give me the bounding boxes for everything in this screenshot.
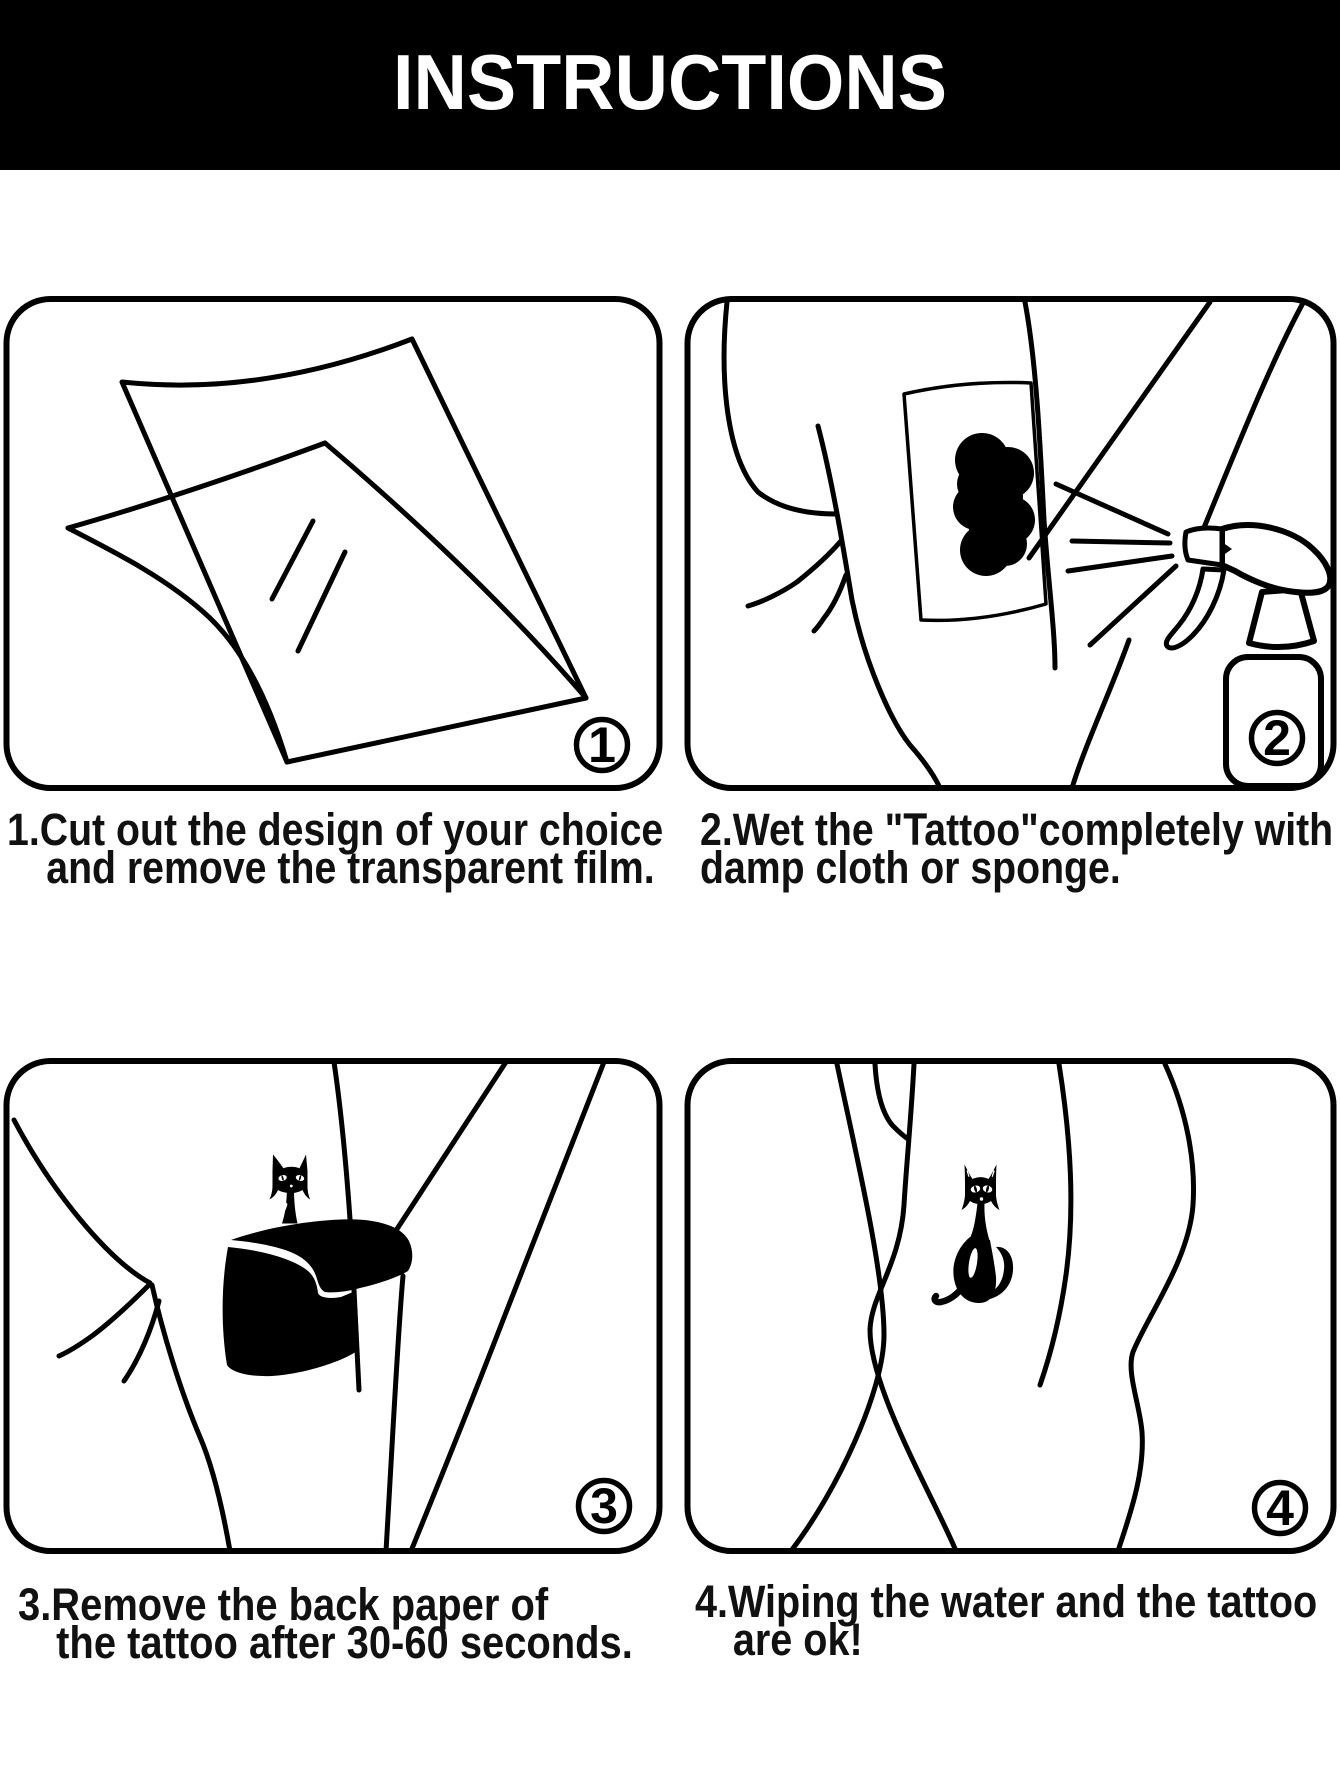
svg-text:3: 3 [590, 1478, 618, 1534]
svg-text:1: 1 [588, 717, 616, 773]
svg-text:4: 4 [1266, 1480, 1294, 1536]
svg-text:2: 2 [1263, 710, 1291, 766]
